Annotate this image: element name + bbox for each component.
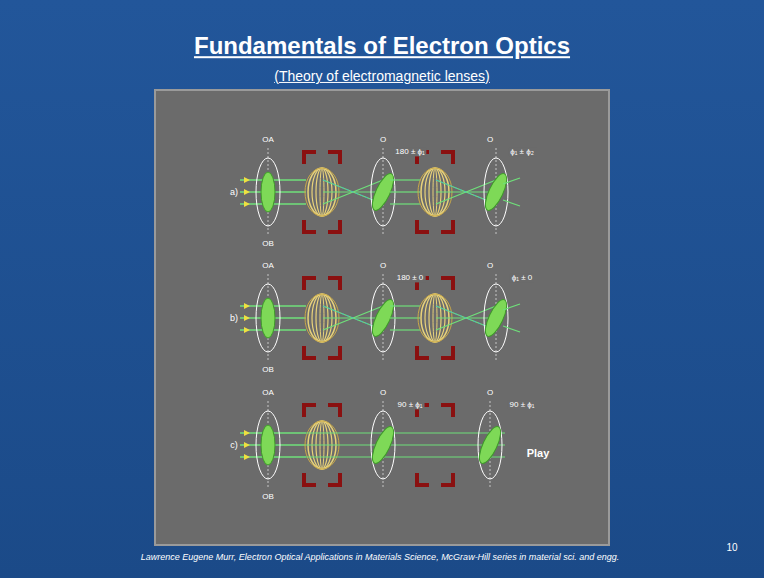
plane-label: OA xyxy=(262,388,274,397)
plane-label: O xyxy=(380,135,386,144)
angle-label: ϕ₁ ± ϕ₂ xyxy=(508,147,536,156)
row-b-two-lenses xyxy=(240,274,520,362)
plane-label: OB xyxy=(262,492,274,501)
row-label: b) xyxy=(230,313,238,323)
plane-label: O xyxy=(487,388,493,397)
plane-label: OA xyxy=(262,135,274,144)
plane-label: O xyxy=(487,135,493,144)
figure-panel xyxy=(155,90,609,545)
plane-label: O xyxy=(380,388,386,397)
row-label: a) xyxy=(230,187,238,197)
subtitle: (Theory of electromagnetic lenses) xyxy=(274,68,490,84)
angle-label: 180 ± 0 xyxy=(395,273,426,282)
row-label: c) xyxy=(230,440,238,450)
plane-label: OB xyxy=(262,239,274,248)
angle-label: 180 ± ϕ₁ xyxy=(393,147,426,156)
row-c-one-lens xyxy=(240,401,505,489)
play-button-label: Play xyxy=(527,447,550,460)
plane-label: OB xyxy=(262,365,274,374)
plane-label: OA xyxy=(262,261,274,270)
angle-label: 90 ± ϕ₁ xyxy=(396,400,425,409)
angle-label: ϕ₁ ± 0 xyxy=(510,273,534,282)
plane-label: O xyxy=(380,261,386,270)
slide-title: Fundamentals of Electron Optics xyxy=(194,32,570,60)
row-a-two-lenses xyxy=(240,148,520,236)
reference-caption: Lawrence Eugene Murr, Electron Optical A… xyxy=(141,552,619,562)
angle-label: 90 ± ϕ₁ xyxy=(508,400,537,409)
page-number: 10 xyxy=(726,542,737,554)
plane-label: O xyxy=(487,261,493,270)
